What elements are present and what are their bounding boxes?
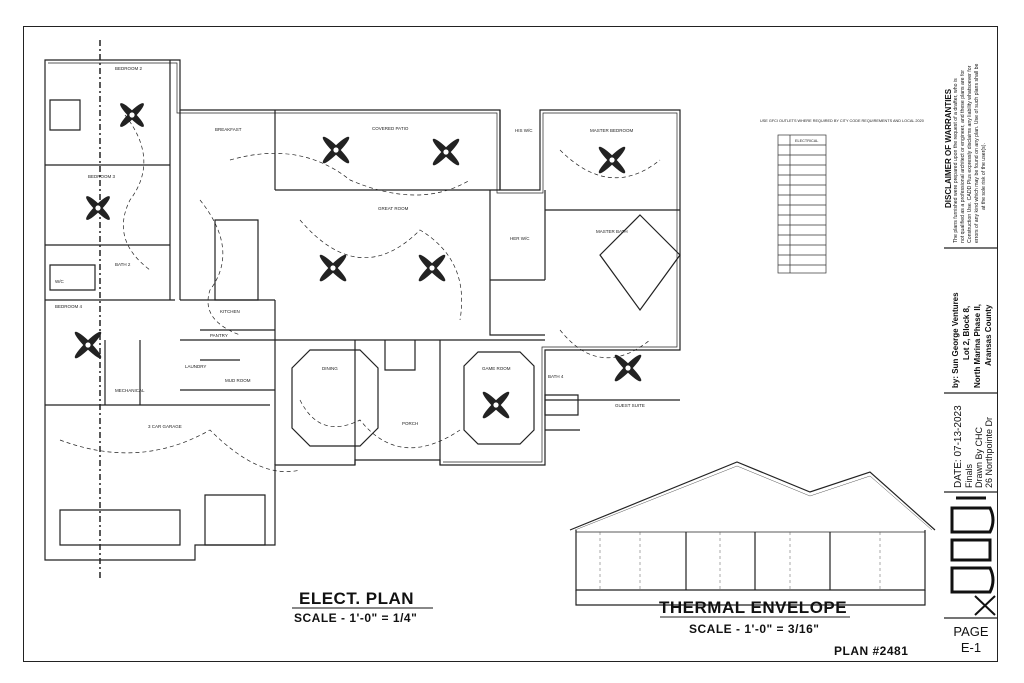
room-garage: 3 CAR GARAGE (148, 424, 182, 429)
room-covered-patio: COVERED PATIO (372, 126, 409, 131)
plan-number: PLAN #2481 (834, 644, 909, 658)
room-pantry: PANTRY (210, 333, 228, 338)
room-bedroom4: BEDROOM 4 (55, 304, 83, 309)
client-line-1: by: Sun George Ventures (951, 292, 960, 388)
client-line-2: Lot 2, Block 8, (962, 305, 971, 360)
room-bedroom2: BEDROOM 2 (115, 66, 143, 71)
disclaimer-title: DISCLAIMER OF WARRANTIES (944, 88, 953, 208)
drawing-date: DATE: 07-13-2023 (953, 405, 964, 488)
legend-header: ELECTRICAL (795, 139, 818, 143)
elect-plan-title: ELECT. PLAN (299, 589, 415, 608)
room-wic: W/C (55, 279, 64, 284)
client-line-3: North Marina Phase II, (973, 303, 982, 388)
room-hers-wic: HER W/C (510, 236, 530, 241)
elect-plan-scale: SCALE - 1'-0" = 1/4" (294, 611, 418, 625)
thermal-envelope-scale: SCALE - 1'-0" = 3/16" (689, 622, 820, 636)
disclaimer-line-4: errors of any kind which may be found on… (974, 63, 980, 243)
client-line-4: Aransas County (984, 304, 993, 366)
disclaimer-line-3: Construction Use. CADD Plus expressly di… (967, 65, 973, 243)
room-his-wic: HIS W/C (515, 128, 533, 133)
thermal-envelope-title: THERMAL ENVELOPE (659, 598, 848, 617)
drawing-sheet-border (23, 26, 998, 662)
page-label: PAGE (953, 624, 989, 639)
room-bath4: BATH 4 (548, 374, 564, 379)
room-laundry: LAUNDRY (185, 364, 206, 369)
room-kitchen: KITCHEN (220, 309, 240, 314)
page-number: E-1 (960, 640, 982, 655)
room-game-room: GAME ROOM (482, 366, 511, 371)
room-guest-suite: GUEST SUITE (615, 403, 645, 408)
legend-note: USE GFCI OUTLETS WHERE REQUIRED BY CITY … (760, 119, 924, 123)
disclaimer-line-2: not qualified as a professional architec… (960, 69, 966, 243)
room-porch: PORCH (402, 421, 418, 426)
room-breakfast: BREAKFAST (215, 127, 242, 132)
room-mud-room: MUD ROOM (225, 378, 251, 383)
drawn-by: Drawn By CHC (974, 426, 984, 488)
room-great-room: GREAT ROOM (378, 206, 409, 211)
room-bedroom3: BEDROOM 3 (88, 174, 116, 179)
room-dining: DINING (322, 366, 338, 371)
room-master-bedroom: MASTER BEDROOM (590, 128, 634, 133)
disclaimer-line-5: at the sole risk of the user(s). (981, 143, 987, 210)
drawing-status: Finals (964, 463, 974, 488)
room-bath2: BATH 2 (115, 262, 131, 267)
project-address: 26 Northpointe Dr (984, 416, 994, 488)
room-mechanical: MECHANICAL (115, 388, 145, 393)
disclaimer-line-1: The plans furnished were prepared upon t… (953, 78, 959, 243)
room-master-bath: MASTER BATH (596, 229, 628, 234)
